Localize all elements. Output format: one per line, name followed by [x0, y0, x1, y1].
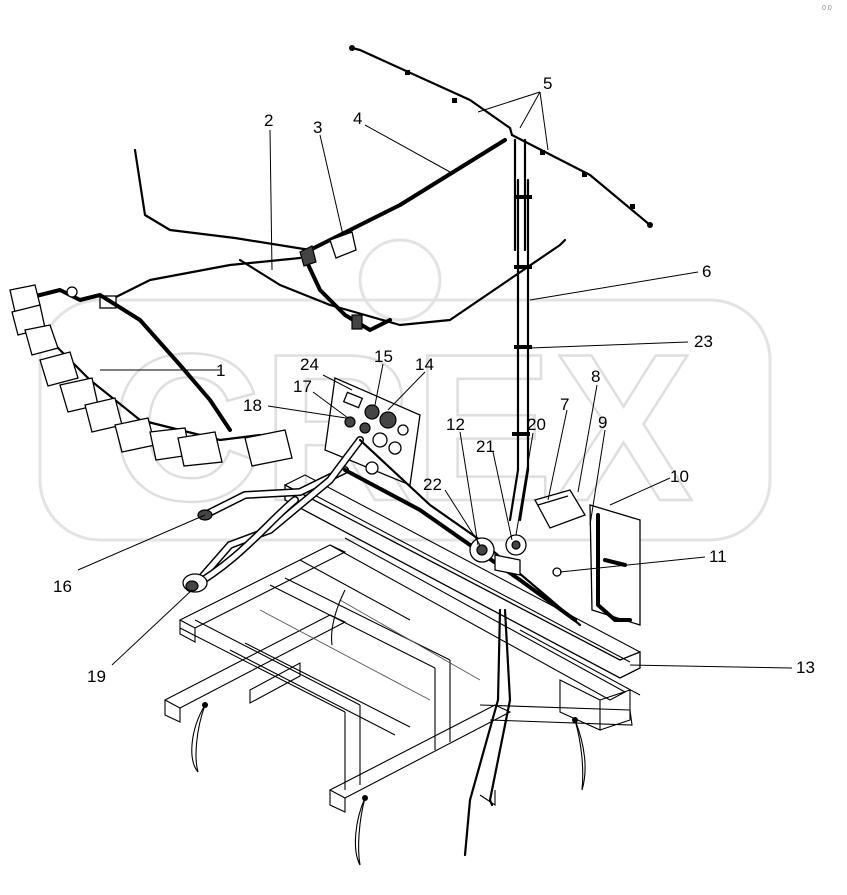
callout-2: 2	[264, 111, 273, 130]
callout-16: 16	[53, 577, 72, 596]
callout-4: 4	[353, 109, 362, 128]
callout-1: 1	[216, 361, 225, 380]
callout-22: 22	[423, 475, 442, 494]
callout-labels: 1 2 3 4 5 6 7 8 9 10 11 12 13 14 15 16 1…	[53, 74, 815, 686]
leader-lines	[77, 91, 793, 669]
callout-17: 17	[293, 377, 312, 396]
callout-19: 19	[87, 667, 106, 686]
callout-13: 13	[796, 658, 815, 677]
roof-harness	[99, 45, 653, 522]
callout-18: 18	[243, 396, 262, 415]
callout-11: 11	[709, 547, 727, 566]
callout-10: 10	[670, 467, 689, 486]
corner-mark: 0 0	[822, 5, 832, 12]
callout-9: 9	[598, 413, 607, 432]
callout-12: 12	[446, 415, 465, 434]
callout-3: 3	[313, 118, 322, 137]
callout-14: 14	[415, 355, 434, 374]
callout-21: 21	[476, 437, 495, 456]
callout-7: 7	[560, 395, 569, 414]
chassis-frame	[163, 537, 641, 866]
callout-5: 5	[543, 74, 552, 93]
callout-23: 23	[694, 332, 713, 351]
callout-20: 20	[527, 415, 546, 434]
callout-15: 15	[374, 347, 393, 366]
modules	[469, 489, 641, 626]
light-bar	[9, 284, 293, 467]
callout-24: 24	[300, 355, 319, 374]
hoses	[182, 436, 582, 857]
callout-6: 6	[702, 262, 711, 281]
channel-rail	[284, 474, 641, 679]
callout-8: 8	[591, 367, 600, 386]
